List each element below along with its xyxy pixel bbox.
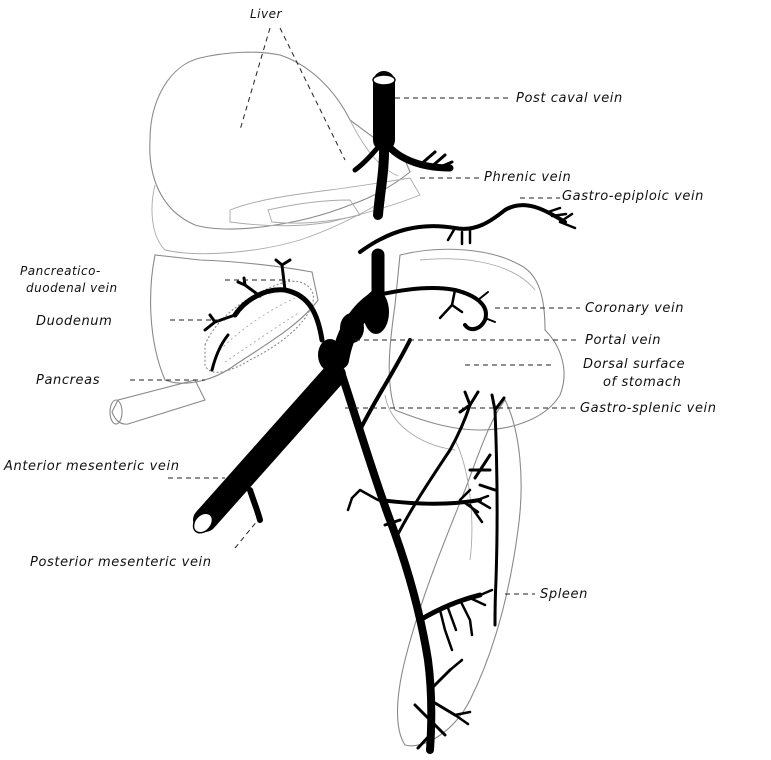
posterior-mesenteric-vein xyxy=(250,490,260,520)
label-liver: Liver xyxy=(250,7,283,21)
label-gastro-splenic-vein: Gastro-splenic vein xyxy=(580,401,717,416)
label-phrenic-vein: Phrenic vein xyxy=(484,170,571,185)
label-gastro-epiploic-vein: Gastro-epiploic vein xyxy=(562,189,704,204)
spleen-outline xyxy=(398,400,522,746)
portal-vein xyxy=(318,290,389,371)
label-pancreaticoduodenal-line1: Pancreatico- xyxy=(20,264,101,278)
post-caval-vein xyxy=(373,75,395,300)
label-pancreaticoduodenal-line2: duodenal vein xyxy=(26,281,118,295)
label-post-caval-vein: Post caval vein xyxy=(516,91,623,106)
anterior-mesenteric-vein xyxy=(190,375,334,537)
label-spleen: Spleen xyxy=(540,587,588,602)
label-dorsal-surface-line2: of stomach xyxy=(603,375,682,390)
phrenic-vein xyxy=(355,140,452,170)
stomach-outline xyxy=(385,249,564,450)
gastro-splenic-vein xyxy=(342,340,504,750)
label-coronary-vein: Coronary vein xyxy=(585,301,684,316)
label-posterior-mesenteric-vein: Posterior mesenteric vein xyxy=(30,555,212,570)
label-anterior-mesenteric-vein: Anterior mesenteric vein xyxy=(3,459,180,474)
label-dorsal-surface-line1: Dorsal surface xyxy=(583,357,685,372)
label-duodenum: Duodenum xyxy=(36,314,112,329)
label-pancreas: Pancreas xyxy=(36,373,100,388)
label-portal-vein: Portal vein xyxy=(585,333,661,348)
duodenum-outline xyxy=(110,255,318,424)
gastro-epiploic-vein xyxy=(360,205,575,252)
